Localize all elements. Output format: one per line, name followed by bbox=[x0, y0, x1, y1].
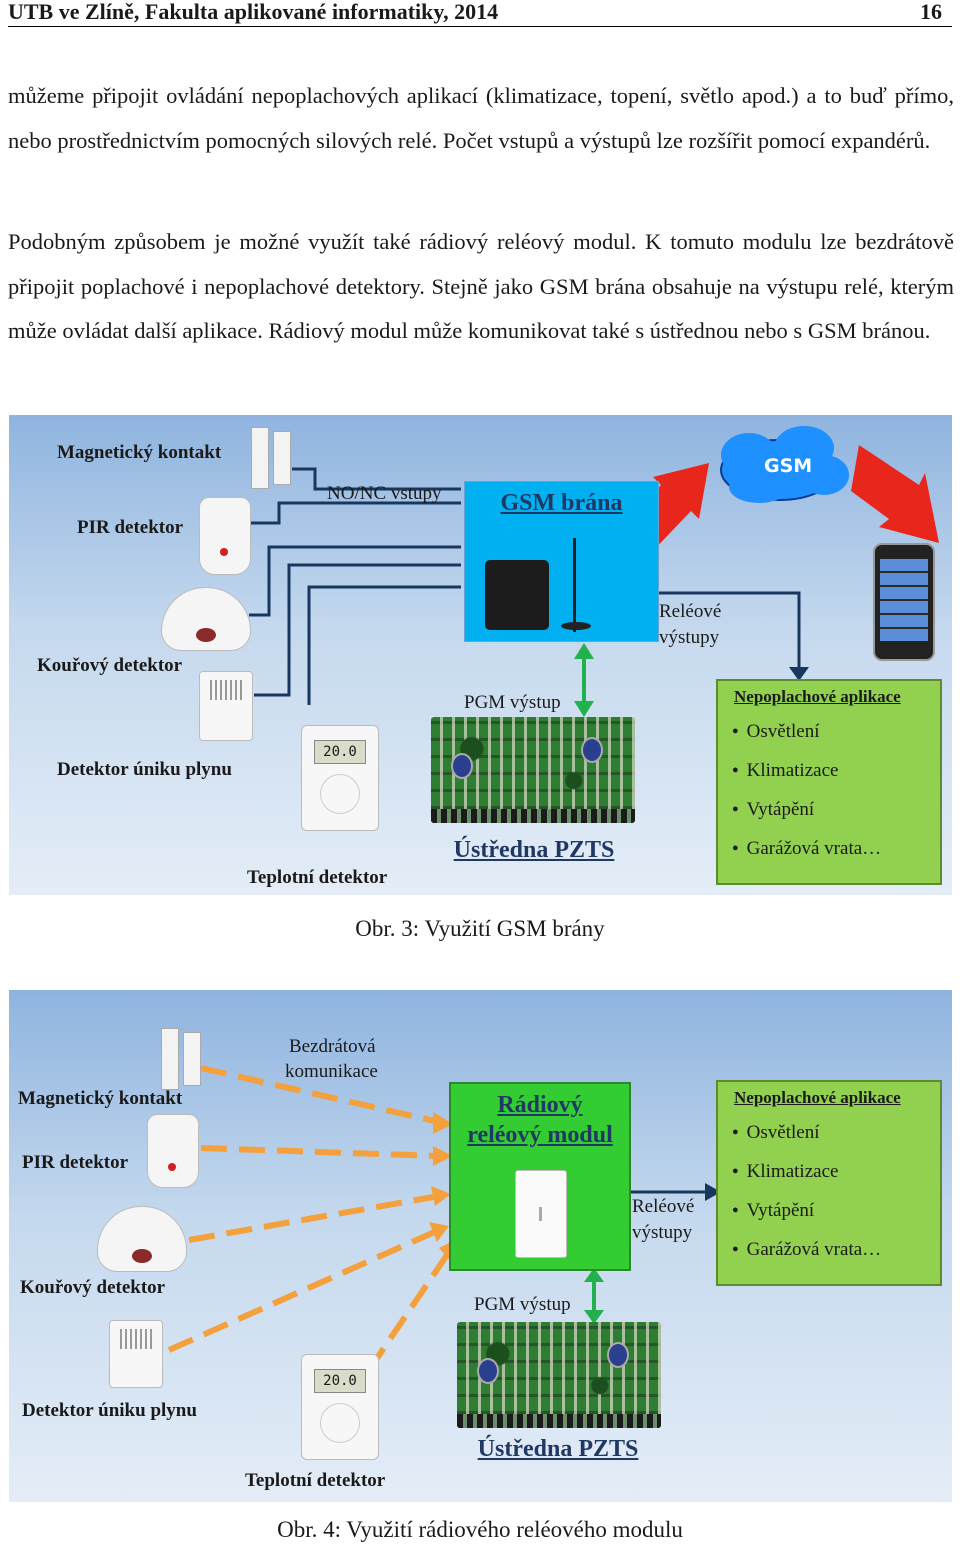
control-panel-label: Ústředna PZTS bbox=[477, 1436, 639, 1462]
app-item: Vytápění bbox=[732, 1200, 881, 1239]
magnetic-contact-label: Magnetický kontakt bbox=[57, 442, 222, 463]
gas-label: Detektor úniku plynu bbox=[22, 1400, 197, 1421]
thermostat-icon: 20.0 bbox=[301, 1354, 379, 1460]
gsm-gateway-device-icon bbox=[485, 560, 549, 630]
relay-outputs-line2: výstupy bbox=[632, 1222, 693, 1243]
radio-module-device-icon bbox=[515, 1170, 567, 1258]
control-panel-label: Ústředna PZTS bbox=[453, 837, 615, 863]
app-item: Garážová vrata… bbox=[732, 1239, 882, 1278]
module-title-line2: reléový modul bbox=[467, 1122, 613, 1148]
smartphone-icon bbox=[873, 543, 935, 661]
nonc-label: NO/NC vstupy bbox=[327, 483, 442, 504]
pgm-label: PGM výstup bbox=[464, 692, 561, 713]
magnetic-contact-icon bbox=[249, 427, 293, 489]
header-title: UTB ve Zlíně, Fakulta aplikované informa… bbox=[8, 0, 499, 24]
relay-outputs-line2: výstupy bbox=[659, 627, 720, 648]
pgm-label: PGM výstup bbox=[474, 1294, 571, 1315]
smoke-label: Kouřový detektor bbox=[37, 655, 183, 676]
page-number: 16 bbox=[920, 0, 942, 24]
pir-detector-icon bbox=[199, 497, 251, 575]
gsm-cloud-icon bbox=[720, 426, 849, 503]
app-item: Osvětlení bbox=[732, 721, 881, 760]
app-item: Vytápění bbox=[732, 799, 881, 838]
pir-detector-icon bbox=[147, 1114, 199, 1188]
page-header: UTB ve Zlíně, Fakulta aplikované informa… bbox=[8, 0, 952, 27]
temp-label: Teplotní detektor bbox=[247, 867, 388, 888]
module-title-line1: Rádiový bbox=[497, 1092, 583, 1118]
magnetic-contact-label: Magnetický kontakt bbox=[18, 1088, 183, 1109]
app-item: Klimatizace bbox=[732, 760, 881, 799]
apps-title: Nepoplachové aplikace bbox=[734, 687, 901, 706]
app-item: Osvětlení bbox=[732, 1122, 881, 1161]
app-item: Garážová vrata… bbox=[732, 838, 882, 877]
app-item: Klimatizace bbox=[732, 1161, 881, 1200]
relay-outputs-line1: Reléové bbox=[632, 1196, 695, 1217]
thermostat-display: 20.0 bbox=[314, 740, 366, 764]
magnetic-contact-icon bbox=[159, 1028, 203, 1090]
control-panel-board-icon bbox=[457, 1322, 661, 1428]
non-alarm-apps-box: Nepoplachové aplikace Osvětlení Klimatiz… bbox=[716, 679, 942, 885]
apps-title: Nepoplachové aplikace bbox=[734, 1088, 901, 1107]
thermostat-icon: 20.0 bbox=[301, 725, 379, 831]
smoke-detector-icon bbox=[161, 587, 251, 651]
wireless-label-line2: komunikace bbox=[285, 1061, 378, 1082]
figure4-caption: Obr. 4: Využití rádiového reléového modu… bbox=[277, 1517, 683, 1542]
figure3-caption: Obr. 3: Využití GSM brány bbox=[355, 916, 605, 941]
pir-label: PIR detektor bbox=[77, 517, 184, 538]
pir-label: PIR detektor bbox=[22, 1152, 129, 1173]
paragraph-2: Podobným způsobem je možné využít také r… bbox=[8, 229, 954, 343]
thermostat-display: 20.0 bbox=[314, 1369, 366, 1393]
temp-label: Teplotní detektor bbox=[245, 1470, 386, 1491]
apps-list: Osvětlení Klimatizace Vytápění Garážová … bbox=[732, 721, 882, 877]
non-alarm-apps-box: Nepoplachové aplikace Osvětlení Klimatiz… bbox=[716, 1080, 942, 1286]
gas-detector-icon bbox=[109, 1320, 163, 1388]
figure-gsm-gateway: Magnetický kontakt PIR detektor Kouřový … bbox=[9, 415, 952, 895]
figure-radio-relay-module: Bezdrátová komunikace Magnetický kontakt… bbox=[9, 990, 952, 1502]
gsm-gateway-title: GSM brána bbox=[500, 490, 623, 516]
cloud-label: GSM bbox=[764, 455, 813, 477]
gas-label: Detektor úniku plynu bbox=[57, 759, 232, 780]
apps-list: Osvětlení Klimatizace Vytápění Garážová … bbox=[732, 1122, 882, 1278]
gsm-gateway-box: GSM brána bbox=[464, 481, 659, 642]
paragraph-1: můžeme připojit ovládání nepoplachových … bbox=[8, 83, 954, 153]
relay-outputs-line1: Reléové bbox=[659, 601, 722, 622]
antenna-icon bbox=[573, 538, 576, 632]
wireless-label-line1: Bezdrátová bbox=[289, 1036, 376, 1057]
radio-relay-module-box: Rádiový reléový modul bbox=[449, 1082, 631, 1271]
gas-detector-icon bbox=[199, 671, 253, 741]
smoke-detector-icon bbox=[97, 1206, 187, 1272]
figure4-connections bbox=[167, 1065, 721, 1372]
control-panel-board-icon bbox=[431, 717, 635, 823]
smoke-label: Kouřový detektor bbox=[20, 1277, 166, 1298]
